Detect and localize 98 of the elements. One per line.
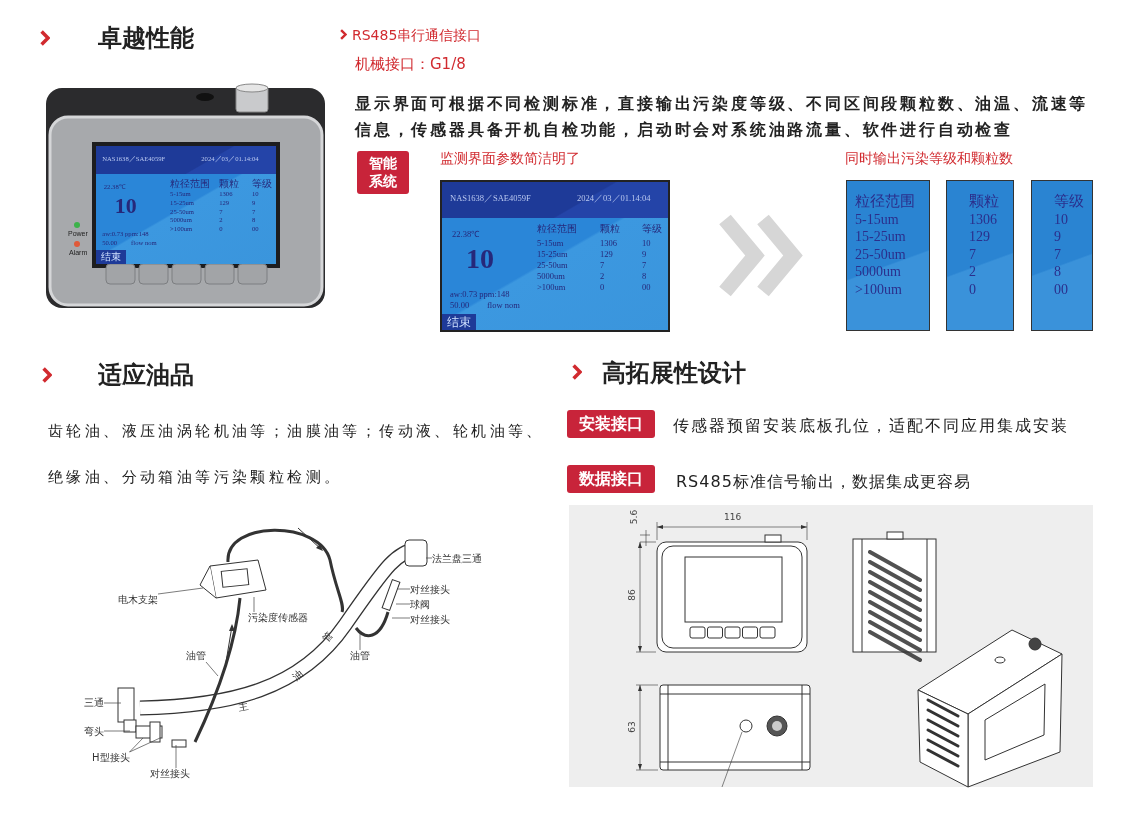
- screen-text: 7: [600, 261, 605, 271]
- data-column-panel: [1031, 180, 1093, 331]
- dimension-text: 116: [724, 512, 742, 522]
- panel-text: 粒径范围: [855, 193, 916, 211]
- screen-text: 粒径范围: [170, 177, 211, 189]
- panel-text: 7: [969, 245, 977, 263]
- panel-text: 等级: [1054, 193, 1085, 211]
- part-label: 油管: [350, 650, 370, 662]
- screen-text: 等级: [252, 177, 272, 189]
- part-label: 污染度传感器: [248, 612, 308, 624]
- screen-text: 9: [642, 250, 647, 260]
- dimension-text: 5.6: [629, 509, 640, 525]
- screen-text: 50.00: [450, 301, 470, 311]
- panel-text: 5-15um: [855, 210, 900, 228]
- screen-text: 10: [642, 239, 651, 249]
- subheading: 机械接口：G1/8: [355, 55, 466, 74]
- leader-line: [103, 702, 122, 704]
- subheading: RS485串行通信接口: [352, 27, 482, 45]
- screen-text: 25-50um: [537, 261, 568, 271]
- feature-tag: 数据接口: [567, 465, 655, 493]
- description-text: 传感器预留安装底板孔位，适配不同应用集成安装: [673, 415, 1070, 437]
- screen-text: 粒径范围: [537, 223, 577, 234]
- screen-text: 10: [114, 194, 137, 219]
- section-heading: 高拓展性设计: [602, 358, 746, 389]
- screen-text: flow nom: [487, 301, 520, 311]
- description-text: 齿轮油、液压油涡轮机油等；油膜油等；传动液、轮机油等、绝缘油、分动箱油等污染颗粒检测。: [48, 421, 546, 488]
- leader-line: [391, 617, 411, 619]
- feature-tag: 智能系统: [357, 151, 409, 194]
- part-label: 对丝接头: [410, 614, 450, 626]
- end-tag: 结束: [442, 313, 476, 330]
- panel-text: 15-25um: [855, 228, 907, 246]
- screen-text: 0: [600, 283, 605, 293]
- pipe-text: 油: [289, 666, 307, 684]
- screen-text: 2: [600, 272, 605, 282]
- panel-text: 颗粒: [969, 193, 1000, 211]
- screen-text: 10: [466, 244, 494, 275]
- description-text: 显示界面可根据不同检测标准，直接输出污染度等级、不同区间段颗粒数、油温、流速等信息，传感器具备开机自检功能，启动时会对系统油路流量、软件进行自动检查: [355, 93, 1090, 141]
- subheading: 监测界面参数简洁明了: [440, 150, 580, 168]
- leader-line: [157, 587, 204, 595]
- screen-text: 22.38℃: [452, 230, 480, 240]
- panel-text: 7: [1054, 245, 1062, 263]
- feature-tag: 安装接口: [567, 410, 655, 438]
- screen-text: 15-25um: [537, 250, 568, 260]
- screen-text: 129: [600, 250, 613, 260]
- part-label: 弯头: [84, 726, 104, 738]
- panel-text: 1306: [969, 210, 998, 228]
- screen-text: aw:0.73 ppm:148: [450, 290, 510, 300]
- screen-text: 等级: [642, 223, 662, 234]
- panel-text: 00: [1054, 280, 1069, 298]
- screen-text: 颗粒: [600, 223, 620, 234]
- pipe-text: 主: [236, 699, 250, 715]
- leader-line: [205, 661, 219, 677]
- part-label: 对丝接头: [410, 584, 450, 596]
- panel-text: 2: [969, 263, 977, 281]
- screen-text: 8: [642, 272, 647, 282]
- screen-text: 00: [642, 283, 651, 293]
- leader-line: [397, 588, 411, 590]
- panel-text: >100um: [855, 280, 903, 298]
- section-heading: 卓越性能: [98, 23, 194, 54]
- screen-text: 5-15um: [537, 239, 564, 249]
- part-label: 球阀: [410, 599, 430, 611]
- pipe-text: 管: [319, 628, 337, 646]
- leader-line: [129, 737, 161, 753]
- part-label: 对丝接头: [150, 768, 190, 780]
- leader-line: [395, 603, 411, 605]
- dimension-text: 63: [626, 721, 637, 733]
- part-label: 油管: [186, 650, 206, 662]
- screen-text: 2024／03／01.14:04: [577, 194, 651, 204]
- screen-text: 颗粒: [219, 177, 240, 189]
- leader-line: [425, 557, 433, 559]
- subheading: 同时输出污染等级和颗粒数: [845, 150, 1013, 168]
- part-label: 三通: [84, 697, 104, 709]
- panel-text: 129: [969, 228, 991, 246]
- screen-display: [440, 180, 670, 332]
- leader-line: [253, 596, 255, 613]
- screen-text: 7: [642, 261, 647, 271]
- screen-text: 5000um: [537, 272, 565, 282]
- data-column-panel: [946, 180, 1014, 331]
- end-tag: 结束: [96, 250, 126, 264]
- section-heading: 适应油品: [98, 360, 194, 391]
- panel-text: 0: [969, 280, 977, 298]
- panel-text: 9: [1054, 228, 1062, 246]
- screen-text: 1306: [600, 239, 617, 249]
- leader-line: [175, 744, 177, 769]
- leader-line: [129, 737, 144, 753]
- panel-text: 8: [1054, 263, 1062, 281]
- part-label: H型接头: [92, 752, 130, 764]
- screen-text: NAS1638／SAE4059F: [450, 194, 531, 204]
- dimension-text: 86: [626, 589, 637, 601]
- leader-line: [103, 730, 131, 732]
- part-label: 法兰盘三通: [432, 553, 482, 565]
- data-column-panel: [846, 180, 930, 331]
- panel-text: 25-50um: [855, 245, 907, 263]
- screen-text: >100um: [537, 283, 566, 293]
- panel-text: 10: [1054, 210, 1069, 228]
- panel-text: 5000um: [855, 263, 902, 281]
- part-label: 电木支架: [118, 594, 158, 606]
- description-text: RS485标准信号输出，数据集成更容易: [676, 471, 972, 493]
